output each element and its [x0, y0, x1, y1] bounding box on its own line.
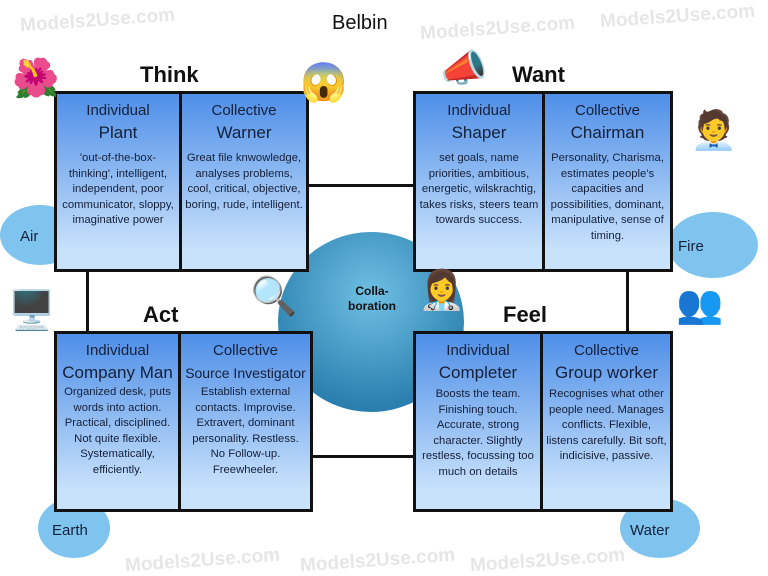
connector-line	[306, 184, 416, 187]
watermark: Models2Use.com	[299, 544, 456, 576]
collaboration-label: Colla- boration	[336, 284, 408, 314]
panel-description: Establish external contacts. Improvise. …	[192, 386, 299, 476]
megaphone-cartoon-icon: 📣	[440, 48, 488, 90]
panel-role: Company Man	[62, 363, 173, 382]
heading-want: Want	[512, 62, 565, 87]
diagram-title: Belbin	[332, 12, 388, 34]
watermark: Models2Use.com	[124, 544, 281, 576]
panel-description: Organized desk, puts words into action. …	[64, 386, 171, 476]
panel-kind: Individual	[446, 342, 510, 359]
element-air: Air	[20, 228, 39, 245]
element-water: Water	[630, 522, 670, 539]
warner-cartoon-icon: 😱	[300, 62, 348, 104]
panel-kind: Collective	[211, 102, 277, 119]
watermark: Models2Use.com	[419, 12, 576, 45]
panel-group-worker: Collective Group worker Recognises what …	[540, 331, 673, 512]
heading-feel: Feel	[503, 302, 548, 327]
element-earth: Earth	[52, 522, 88, 539]
heading-act: Act	[143, 302, 179, 327]
panel-role: Source Investigator	[185, 365, 306, 381]
panel-source-investigator: Collective Source Investigator Establish…	[178, 331, 313, 512]
watermark: Models2Use.com	[599, 0, 756, 33]
company-man-cartoon-icon: 🖥️	[8, 290, 56, 332]
panel-role: Shaper	[451, 123, 507, 142]
heading-think: Think	[140, 62, 199, 87]
panel-role: Plant	[98, 123, 138, 142]
panel-plant: Individual Plant 'out-of-the-box-thinkin…	[54, 91, 182, 272]
watermark: Models2Use.com	[19, 4, 176, 37]
panel-kind: Collective	[574, 102, 641, 119]
panel-role: Group worker	[555, 363, 658, 382]
watermark: Models2Use.com	[469, 544, 626, 576]
chairman-cartoon-icon: 🧑‍💼	[690, 110, 738, 152]
panel-kind: Individual	[447, 102, 511, 119]
panel-description: Great file knwowledge, analyses problems…	[185, 152, 303, 211]
panel-role: Chairman	[570, 123, 645, 142]
panel-completer: Individual Completer Boosts the team. Fi…	[413, 331, 543, 512]
panel-description: Boosts the team. Finishing touch. Accura…	[422, 388, 534, 478]
connector-line	[86, 268, 89, 334]
connector-line	[310, 455, 416, 458]
panel-kind: Individual	[85, 342, 150, 359]
fire-circle	[668, 212, 758, 278]
collaboration-label-line: Colla-	[355, 284, 389, 298]
panel-shaper: Individual Shaper set goals, name priori…	[413, 91, 545, 272]
panel-description: Personality, Charisma, estimates people'…	[550, 152, 665, 242]
nurse-cartoon-icon: 👩‍⚕️	[418, 270, 466, 312]
panel-warner: Collective Warner Great file knwowledge,…	[179, 91, 309, 272]
connector-line	[626, 268, 629, 334]
panel-description: Recognises what other people need. Manag…	[546, 388, 667, 462]
group-worker-cartoon-icon: 👥	[676, 284, 724, 326]
panel-role: Warner	[216, 123, 272, 142]
panel-description: 'out-of-the-box-thinking', intelligent, …	[62, 152, 174, 226]
panel-company-man: Individual Company Man Organized desk, p…	[54, 331, 181, 512]
element-fire: Fire	[678, 238, 704, 255]
panel-chairman: Collective Chairman Personality, Charism…	[542, 91, 673, 272]
investigator-cartoon-icon: 🔍	[250, 276, 298, 318]
panel-kind: Individual	[86, 102, 150, 119]
panel-description: set goals, name priorities, ambitious, e…	[419, 152, 539, 226]
panel-kind: Collective	[212, 342, 279, 359]
plant-cartoon-icon: 🌺	[12, 58, 60, 100]
panel-role: Completer	[438, 363, 518, 382]
panel-kind: Collective	[573, 342, 640, 359]
collaboration-label-line: boration	[348, 299, 396, 313]
